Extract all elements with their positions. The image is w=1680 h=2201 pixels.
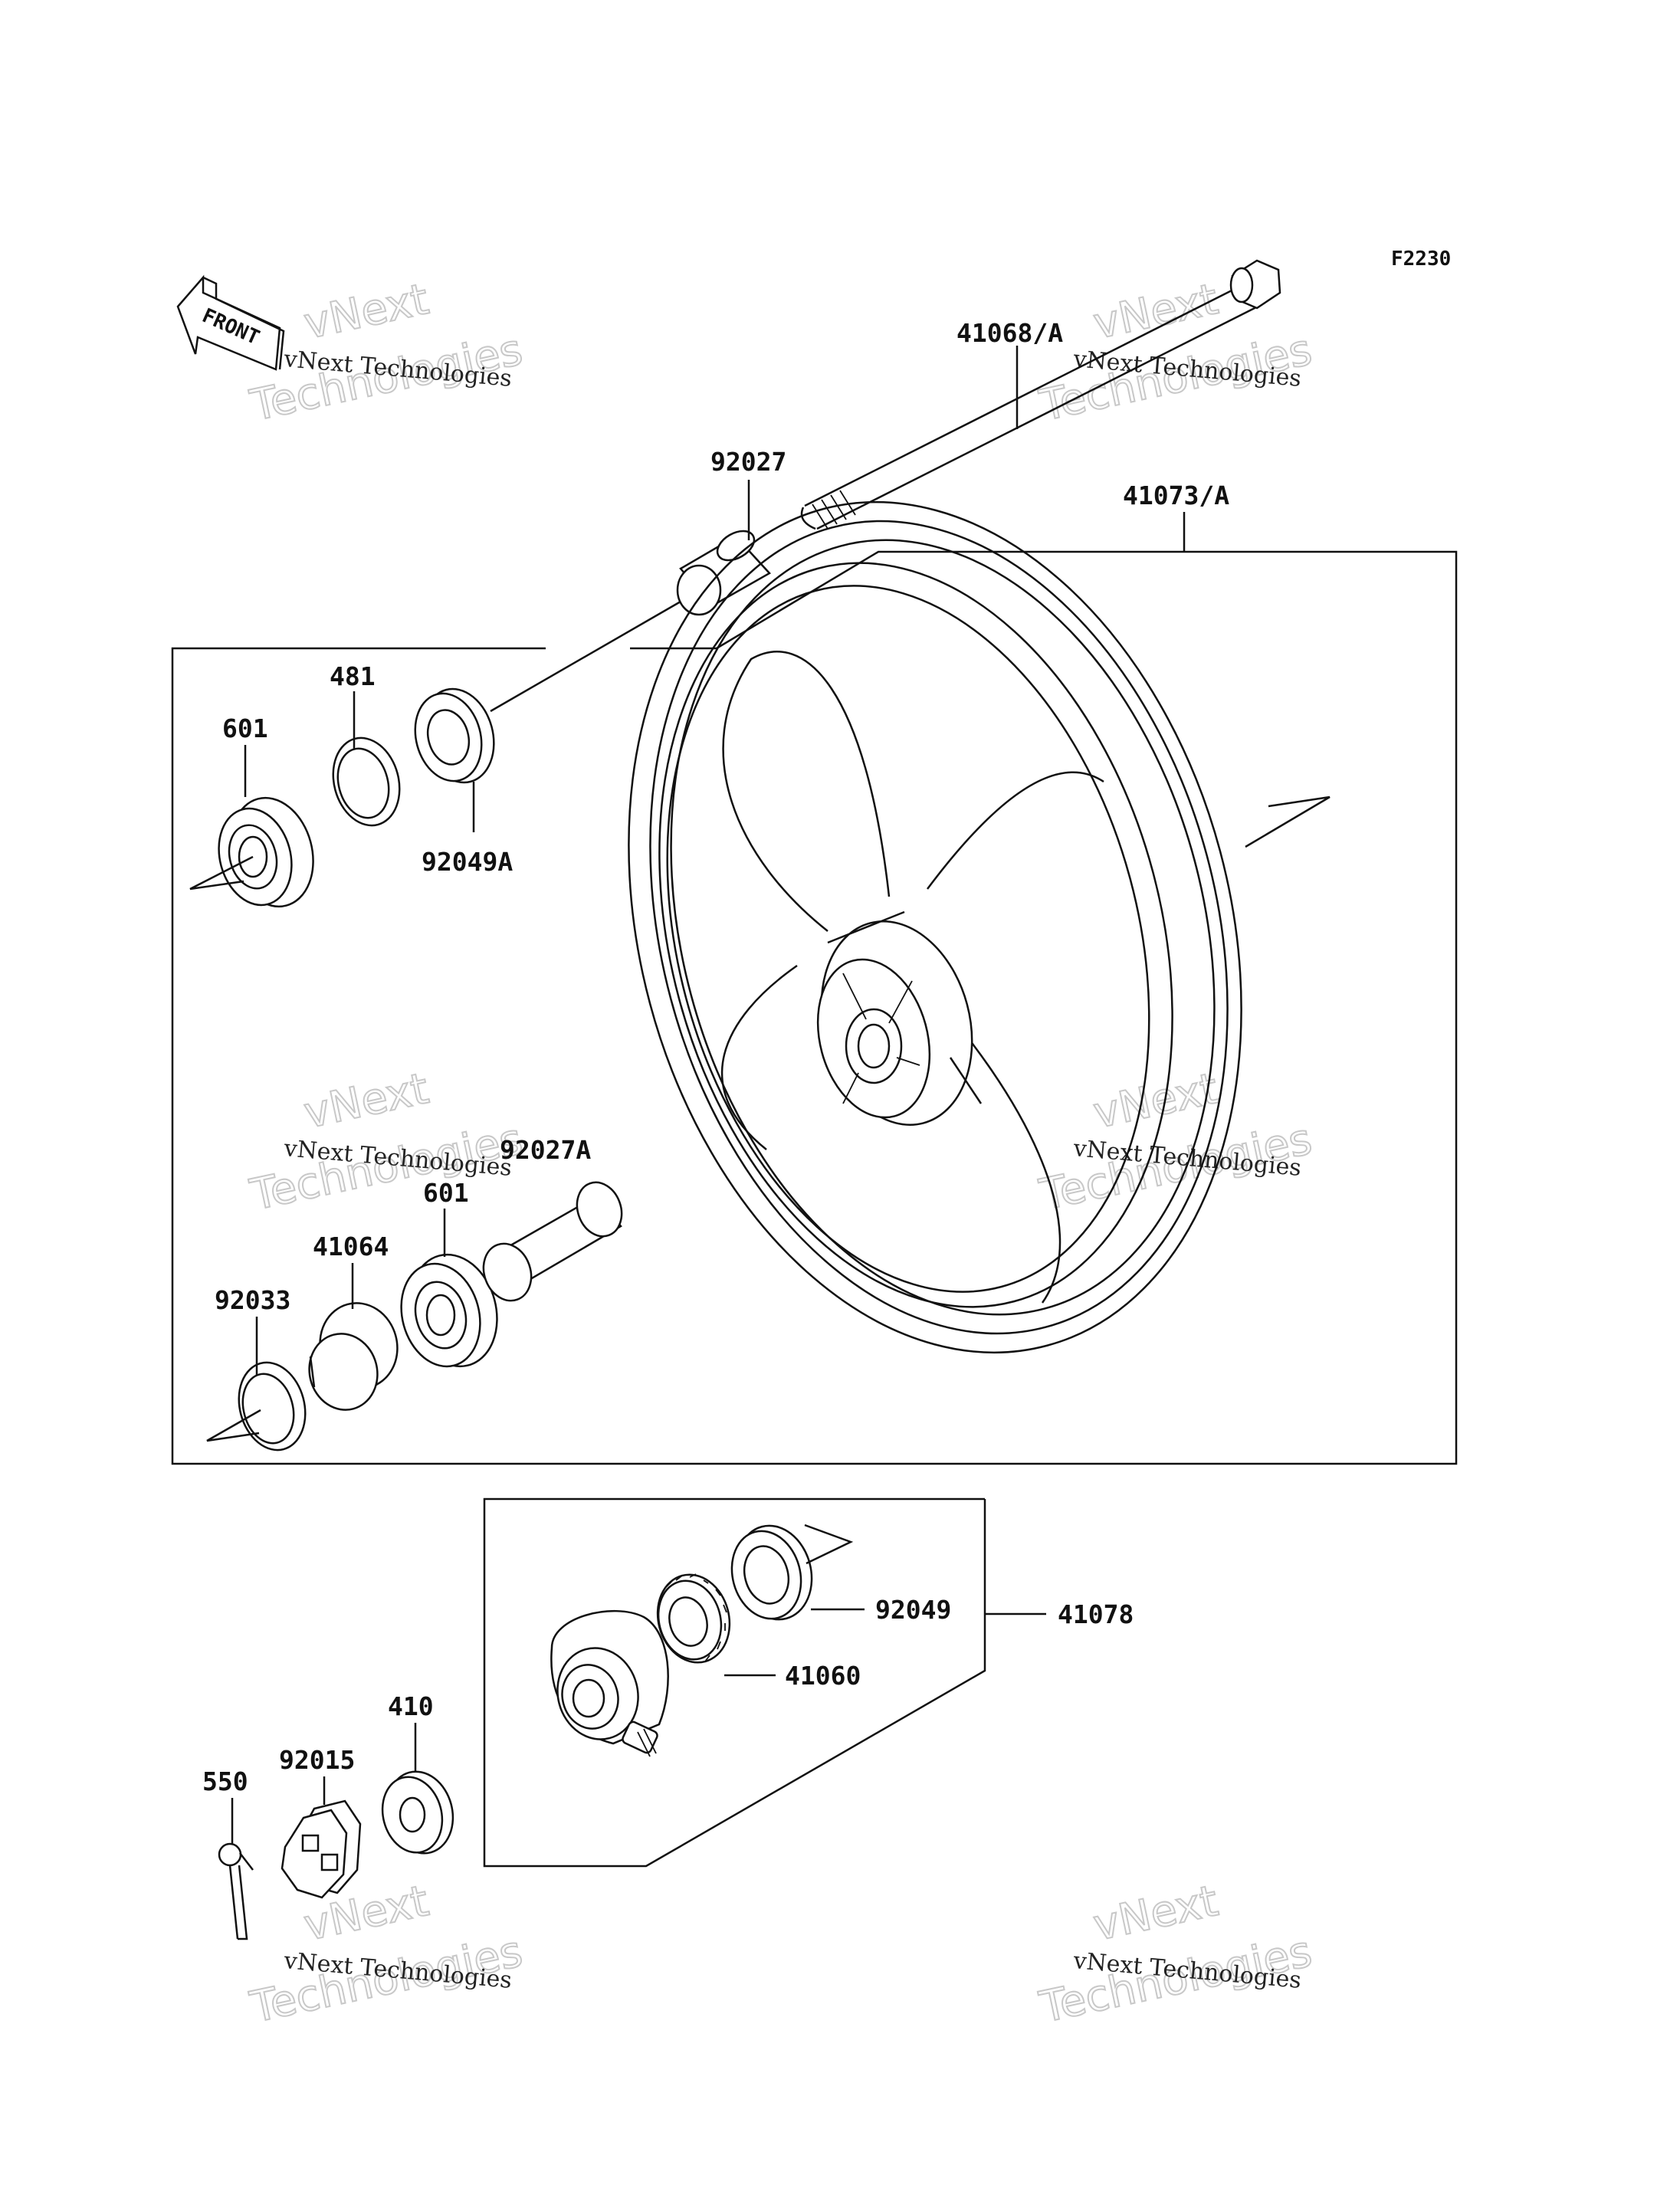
watermark-mid-left: vNext Technologies [245,1063,527,1222]
label-92049: 92049 [875,1595,951,1625]
label-41068: 41068/A [956,318,1063,348]
label-550: 550 [202,1766,248,1796]
bearing-92049 [730,1524,854,1621]
bearing-601-lower [400,1253,498,1368]
label-601-lower: 601 [423,1178,469,1208]
watermark-line1: vNext [300,274,433,349]
gear-41060 [656,1573,731,1664]
watermark-line1: vNext [1089,1876,1222,1951]
label-92015: 92015 [279,1745,355,1775]
collar-92027a [482,1181,623,1302]
label-41064: 41064 [313,1232,389,1261]
watermark-line1: vNext [1089,274,1222,349]
nut-92015 [281,1799,362,1899]
leader-lines [231,346,1186,1844]
bearing-601-upper [189,796,314,908]
washer-410 [381,1770,454,1855]
axle [800,259,1281,530]
label-41078: 41078 [1058,1599,1134,1629]
wheel [628,500,1331,1354]
hub-set-bracket [483,1497,986,1868]
watermark-line1: vNext [1089,1064,1222,1139]
watermark-line1: vNext [300,1064,433,1139]
label-92027a: 92027A [500,1135,591,1165]
figure-code: F2230 [1391,248,1451,271]
label-92049a: 92049A [422,847,513,877]
watermark-bottom-right: vNext Technologies [1035,1875,1317,2034]
front-arrow-icon: FRONT [176,274,285,371]
gearbox-housing [550,1610,669,1757]
label-410: 410 [388,1691,434,1721]
label-92033: 92033 [215,1285,290,1315]
label-92027: 92027 [710,447,786,477]
collar-92027 [676,530,771,616]
cotter-pin-550 [218,1842,254,1940]
circlip-92033 [206,1361,307,1451]
label-41060: 41060 [785,1661,861,1691]
coupling-41064 [308,1302,399,1411]
bearing-92049a [414,600,681,784]
circlip-481 [332,736,401,827]
label-481: 481 [330,661,376,691]
label-601-upper: 601 [222,713,268,743]
label-41073: 41073/A [1123,481,1229,510]
part-labels: 41068/A 92027 41073/A 481 601 92049A 601… [202,318,1229,1796]
watermark-bottom-left: vNext Technologies [245,1875,527,2034]
